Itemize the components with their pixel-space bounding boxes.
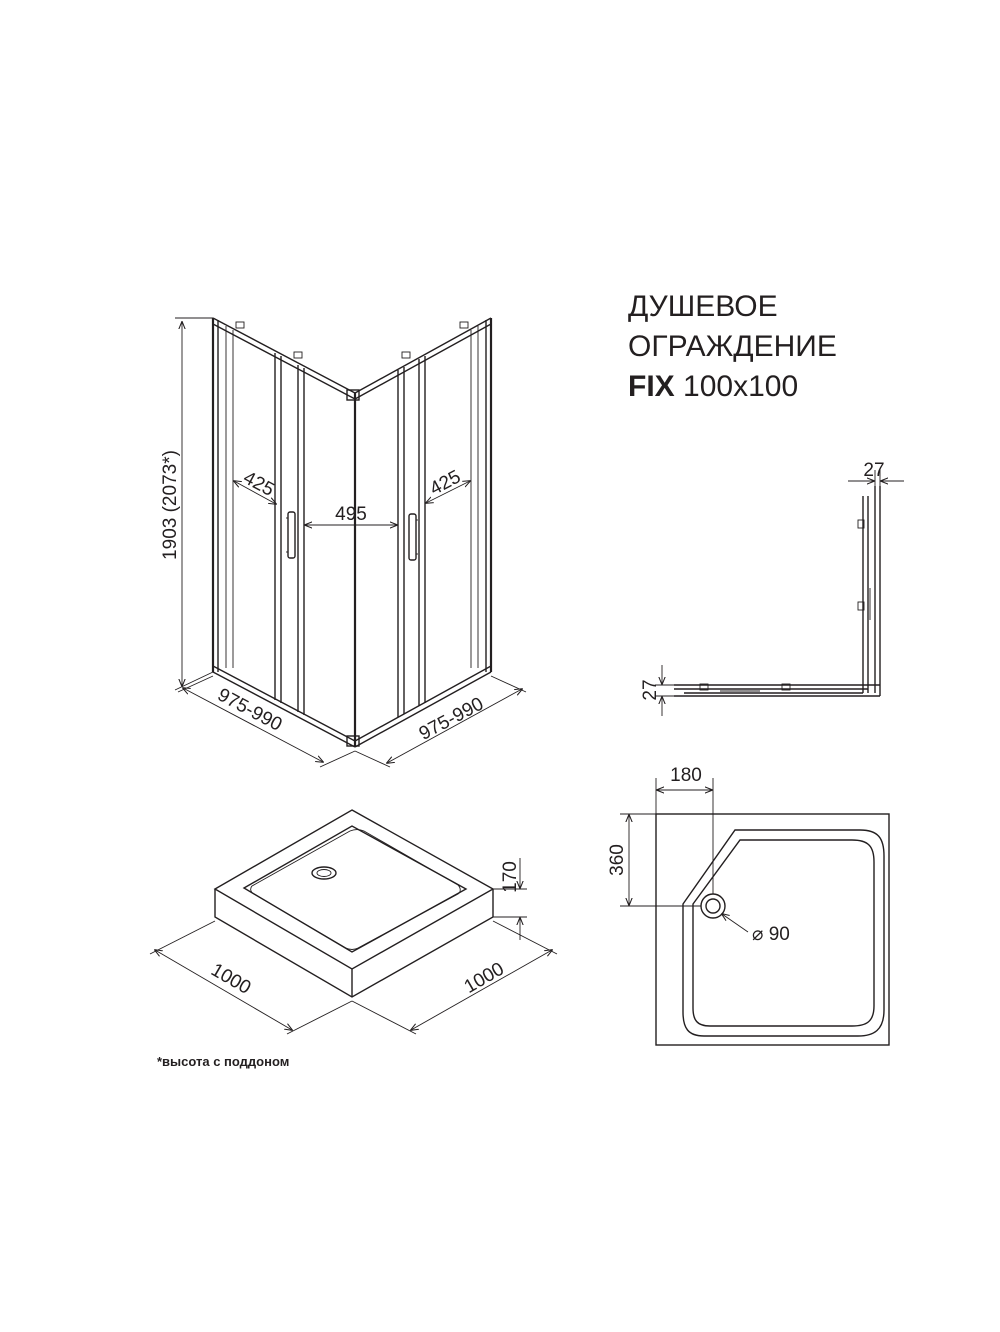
tray-height-label: 170	[500, 861, 521, 893]
right-panel-width-label: 425	[426, 466, 464, 499]
left-panel	[211, 317, 356, 748]
tray-right-side-label: 1000	[461, 959, 508, 998]
profile-top-label: 27	[863, 460, 884, 481]
tray-isometric: 170 1000 1000	[149, 809, 558, 1035]
height-label: 1903 (2073*)	[160, 450, 181, 560]
model-name: FIX	[628, 370, 675, 403]
entrance-width-label: 495	[335, 504, 367, 525]
left-panel-dimension-line	[234, 481, 276, 504]
plan-view: 27 27	[640, 460, 904, 716]
drain-offset-x-label: 180	[670, 765, 702, 786]
model-size: 100x100	[683, 370, 799, 403]
title-line-2: ОГРАЖДЕНИЕ	[628, 330, 837, 363]
drain-diameter-label: ⌀ 90	[752, 924, 790, 945]
tray-plan: 180 360 ⌀ 90	[607, 765, 890, 1046]
enclosure-isometric: 1903 (2073*) 425 495 425 975-990 975-990	[160, 317, 527, 768]
title-line-1: ДУШЕВОЕ	[628, 290, 778, 323]
left-panel-width-label: 425	[240, 467, 278, 500]
height-dimension: 1903 (2073*)	[160, 317, 214, 691]
right-panel	[354, 317, 493, 748]
tray-left-side-label: 1000	[207, 960, 254, 999]
right-panel-dimension-line	[426, 481, 470, 503]
profile-left-label: 27	[640, 679, 661, 700]
footnote: *высота с поддоном	[157, 1054, 290, 1069]
title-model: FIX 100x100	[628, 372, 798, 402]
drain-offset-y-label: 360	[607, 844, 628, 876]
